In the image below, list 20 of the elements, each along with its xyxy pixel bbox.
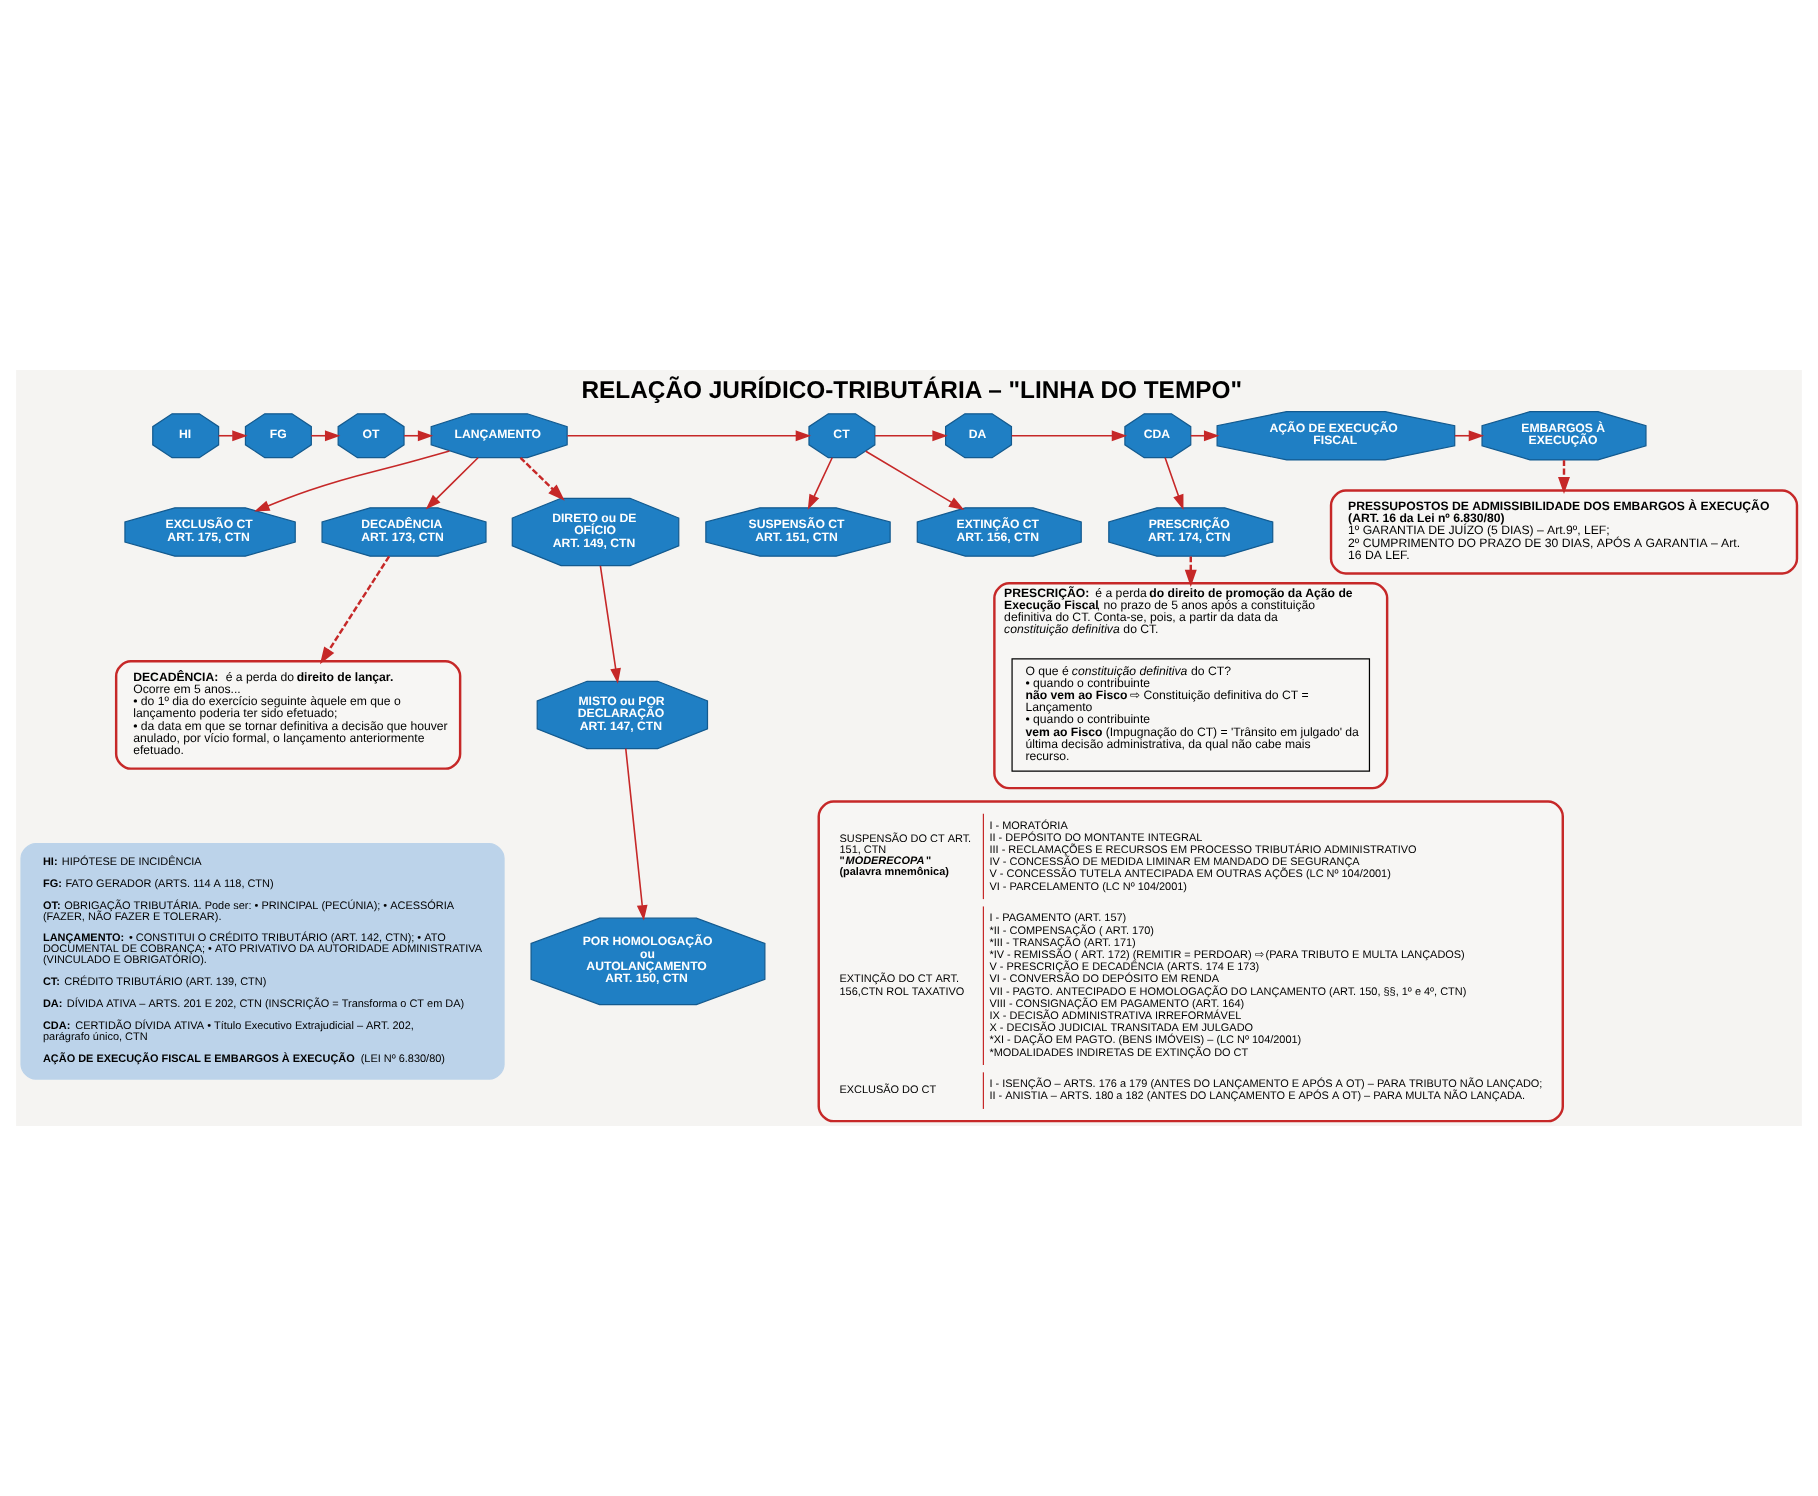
arrow (1164, 457, 1184, 510)
arrow (310, 430, 341, 442)
arrow (425, 457, 479, 510)
arrow (1190, 430, 1220, 442)
arrow (319, 555, 391, 665)
arrow (1011, 430, 1128, 442)
arrow (1454, 430, 1485, 442)
diagram-title: RELAÇÃO JURÍDICO-TRIBUTÁRIA – "LINHA DO TEMPO" (581, 376, 1242, 405)
arrow (217, 430, 248, 442)
arrow (566, 430, 812, 442)
arrow (624, 747, 648, 921)
arrow (1184, 556, 1197, 587)
arrow (254, 450, 451, 512)
arrow (1558, 460, 1570, 494)
arrow (874, 430, 948, 442)
arrow (403, 430, 434, 442)
arrow (807, 457, 833, 510)
arrow (519, 456, 565, 501)
arrow (865, 450, 965, 510)
arrow (599, 565, 621, 684)
